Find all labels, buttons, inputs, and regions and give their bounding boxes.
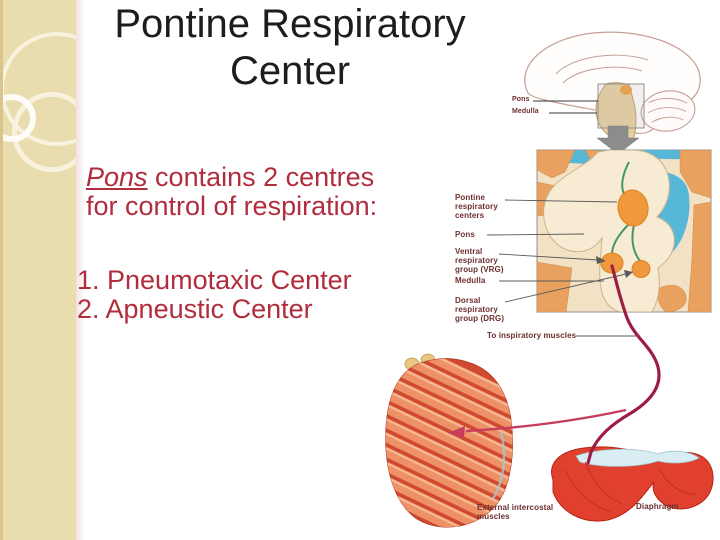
- intercostal-muscles-label: External intercostal muscles: [477, 503, 554, 521]
- title-line-2: Center: [229, 49, 351, 93]
- vrg-label: Ventral respiratory group (VRG): [455, 247, 504, 274]
- pons-emphasis: Pons: [86, 162, 148, 192]
- list-item: 2. Apneustic Center: [77, 294, 313, 324]
- down-arrow-icon: [596, 125, 640, 155]
- body-line-1-rest: contains 2 centres: [147, 162, 375, 192]
- pons-dot: [620, 85, 632, 95]
- diaphragm-label: Diaphragm: [636, 502, 679, 511]
- medulla-label: Medulla: [455, 276, 486, 285]
- central-tendon: [575, 448, 700, 467]
- strip-seam-shadow: [76, 0, 85, 540]
- list-item: 1. Pneumotaxic Center: [77, 265, 352, 295]
- ribcage-illustration: [385, 353, 513, 528]
- brainstem-detail-box: [536, 149, 712, 313]
- nerve-branch-arrowhead: [448, 426, 465, 438]
- title-line-1: Pontine Respiratory: [114, 2, 466, 46]
- body-text: Pons contains 2 centres for control of r…: [86, 163, 377, 221]
- brain-pons-label: Pons: [512, 96, 530, 103]
- nerve-to-diaphragm: [586, 264, 661, 465]
- decor-circle-small: [0, 94, 36, 142]
- drg-oval: [631, 260, 651, 278]
- brain-sketch: [524, 31, 701, 141]
- drg-label: Dorsal respiratory group (DRG): [455, 296, 505, 323]
- pontine-centers-oval: [617, 189, 649, 227]
- zoom-box-outline: [597, 83, 645, 129]
- body-line-2: for control of respiration:: [86, 191, 378, 221]
- nerve-branch-to-ribs: [465, 408, 627, 433]
- numbered-list: 1. Pneumotaxic Center 2. Apneustic Cente…: [77, 266, 352, 324]
- to-inspiratory-muscles-label: To inspiratory muscles: [487, 331, 577, 340]
- vrg-oval: [600, 252, 624, 274]
- cerebellum: [640, 90, 696, 132]
- diaphragm-illustration: [551, 446, 714, 522]
- brain-medulla-label: Medulla: [512, 108, 539, 115]
- strip-edge-line: [0, 0, 3, 540]
- pontine-centers-label: Pontine respiratory centers: [455, 193, 498, 220]
- page-title: Pontine Respiratory Center: [90, 1, 490, 95]
- body-line-1: Pons contains 2 centres: [86, 163, 377, 192]
- sidebar-decoration: [0, 0, 76, 540]
- pons-label: Pons: [455, 230, 475, 239]
